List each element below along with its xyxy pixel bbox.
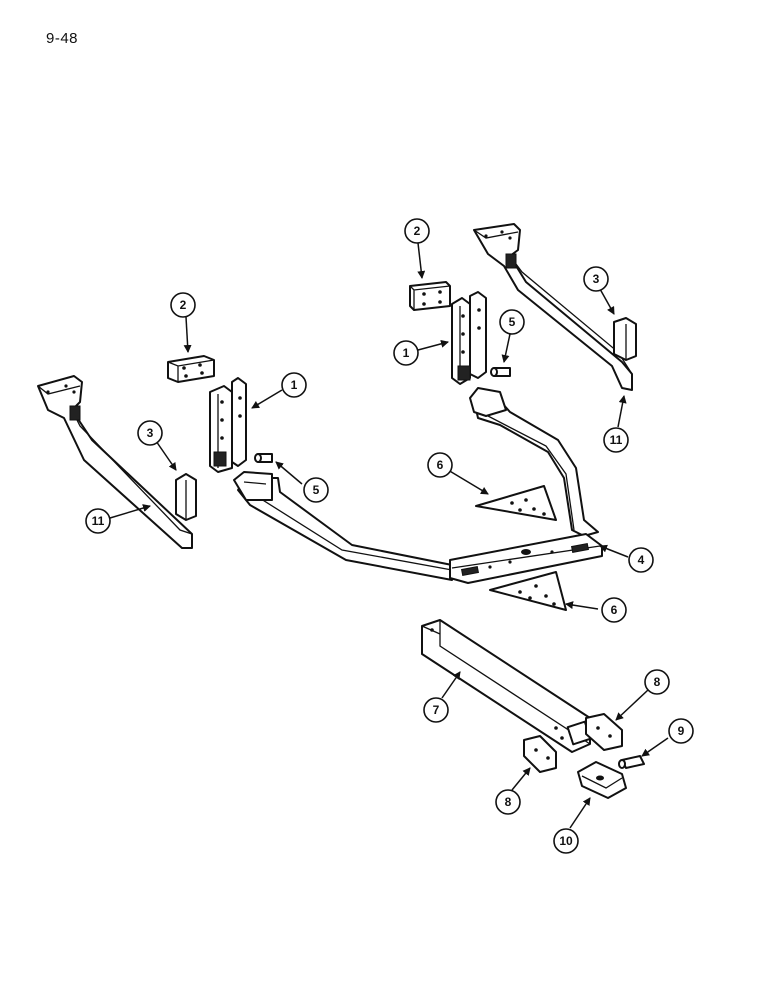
svg-text:5: 5 bbox=[313, 483, 320, 497]
right-upright-part-1 bbox=[451, 291, 487, 385]
svg-text:9: 9 bbox=[678, 724, 685, 738]
callout-10: 10 bbox=[553, 828, 579, 854]
callout-3-right: 3 bbox=[583, 266, 609, 292]
callout-4: 4 bbox=[628, 547, 654, 573]
pin-left-part-5 bbox=[254, 453, 273, 463]
callout-8-upper: 8 bbox=[644, 669, 670, 695]
svg-text:6: 6 bbox=[611, 603, 618, 617]
svg-text:1: 1 bbox=[403, 346, 410, 360]
svg-text:11: 11 bbox=[610, 433, 623, 447]
callout-5-left: 5 bbox=[303, 477, 329, 503]
block-right-part-3 bbox=[613, 317, 637, 361]
callout-9: 9 bbox=[668, 718, 694, 744]
callout-11-left: 11 bbox=[85, 508, 111, 534]
leader-lines bbox=[109, 242, 669, 829]
callout-7: 7 bbox=[423, 697, 449, 723]
svg-text:8: 8 bbox=[654, 675, 661, 689]
callout-6-upper: 6 bbox=[427, 452, 453, 478]
callout-1-left: 1 bbox=[281, 372, 307, 398]
svg-text:7: 7 bbox=[433, 703, 440, 717]
callout-6-lower: 6 bbox=[601, 597, 627, 623]
side-arm-right-part-11 bbox=[473, 223, 633, 391]
main-frame-part-4 bbox=[233, 387, 603, 584]
svg-text:8: 8 bbox=[505, 795, 512, 809]
pad-left-part-2 bbox=[167, 355, 215, 383]
left-upright-part-1 bbox=[209, 377, 247, 473]
callout-11-right: 11 bbox=[603, 427, 629, 453]
svg-text:2: 2 bbox=[414, 224, 421, 238]
callout-1-right: 1 bbox=[393, 340, 419, 366]
triangle-plate-upper bbox=[475, 485, 557, 521]
hitch-bar-part-7 bbox=[421, 619, 592, 753]
svg-text:1: 1 bbox=[291, 378, 298, 392]
callout-5-right: 5 bbox=[499, 309, 525, 335]
pad-right-part-2 bbox=[409, 281, 451, 311]
svg-text:2: 2 bbox=[180, 298, 187, 312]
svg-text:4: 4 bbox=[638, 553, 645, 567]
svg-text:11: 11 bbox=[92, 514, 105, 528]
side-plate-lower-part-8 bbox=[523, 735, 557, 773]
callout-8-lower: 8 bbox=[495, 789, 521, 815]
svg-text:5: 5 bbox=[509, 315, 516, 329]
clevis-part-10 bbox=[577, 761, 627, 799]
pin-right-part-5 bbox=[490, 367, 511, 377]
page-number: 9-48 bbox=[46, 30, 79, 47]
block-left-part-3 bbox=[175, 473, 197, 521]
side-arm-left-part-11 bbox=[37, 375, 193, 549]
svg-text:3: 3 bbox=[147, 426, 154, 440]
svg-text:10: 10 bbox=[559, 834, 573, 848]
hitch-pin-part-9 bbox=[618, 755, 645, 769]
svg-text:6: 6 bbox=[437, 458, 444, 472]
triangle-plate-lower bbox=[489, 571, 567, 611]
callout-3-left: 3 bbox=[137, 420, 163, 446]
callout-2-left: 2 bbox=[170, 292, 196, 318]
side-plate-upper-part-8 bbox=[585, 713, 623, 751]
callout-2-right: 2 bbox=[404, 218, 430, 244]
svg-text:3: 3 bbox=[593, 272, 600, 286]
